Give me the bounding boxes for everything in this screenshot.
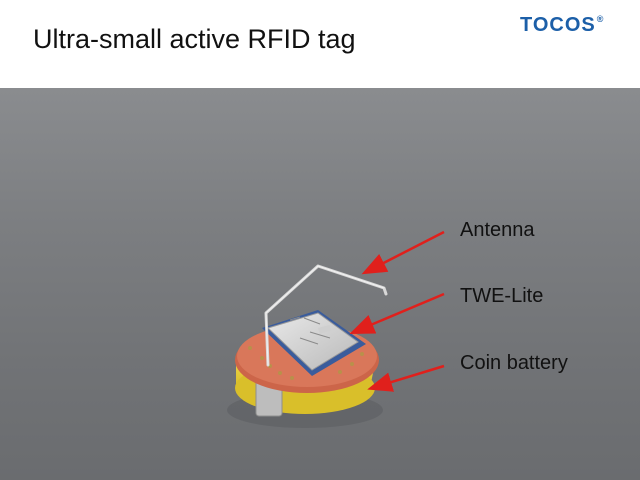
label-antenna: Antenna — [460, 219, 535, 241]
slide-title: Ultra-small active RFID tag — [33, 24, 356, 54]
registered-mark: ® — [596, 14, 605, 24]
label-coin-battery: Coin battery — [460, 352, 568, 374]
device-photo — [0, 88, 640, 480]
label-twe-lite: TWE-Lite — [460, 285, 544, 307]
antenna-wire — [264, 264, 388, 367]
callout-arrows — [349, 230, 445, 392]
arrow-twe-lite — [349, 292, 445, 334]
arrow-antenna — [361, 230, 445, 275]
tocos-logo: TOCOS® — [520, 14, 604, 37]
arrow-coin-battery — [367, 364, 445, 392]
twe-lite-module — [262, 310, 366, 376]
slide-header: Ultra-small active RFID tag TOCOS® — [0, 0, 640, 88]
logo-text: TOCOS — [520, 14, 596, 36]
